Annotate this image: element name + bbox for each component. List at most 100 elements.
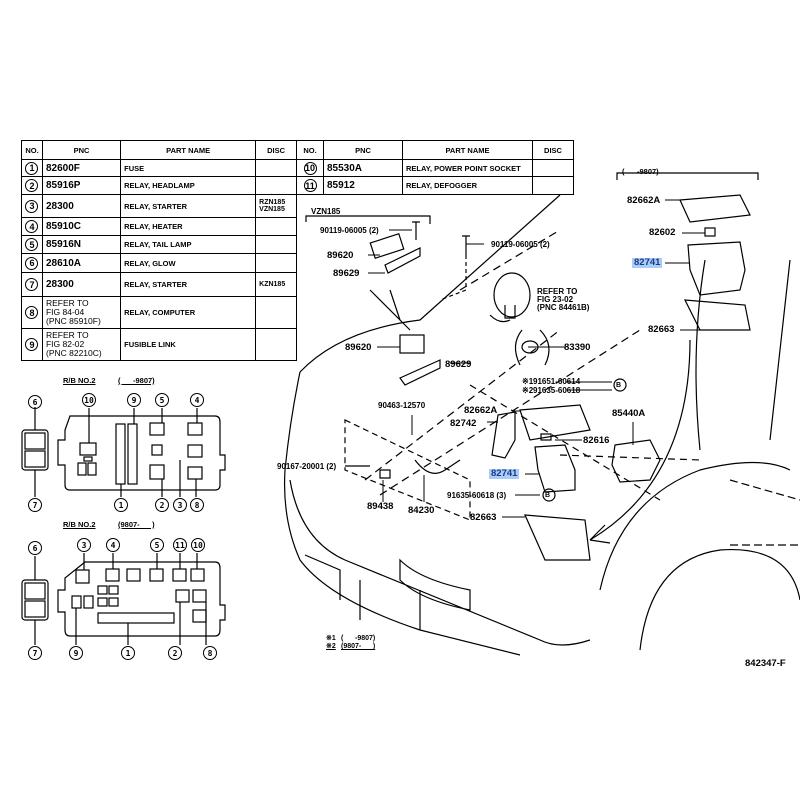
row-number-badge: 10 <box>303 161 317 175</box>
callout-8: 8 <box>190 498 204 512</box>
callout-9: 9 <box>69 646 83 660</box>
rb-old-title: R/B NO.2 <box>63 376 96 385</box>
pnc-cell: REFER TO FIG 82-02 (PNC 82210C) <box>41 328 122 361</box>
label-bolt-91635-3[interactable]: 91635-60618 (3) <box>447 491 507 500</box>
disc-cell: RZN185 VZN185 <box>255 194 297 218</box>
label-block-82741-b[interactable]: 82741 <box>489 468 520 479</box>
callout-1: 1 <box>114 498 128 512</box>
label-lower-82663-b[interactable]: 82663 <box>470 512 497 523</box>
part-name-cell: FUSIBLE LINK <box>120 328 257 361</box>
mark-2: ※2 <box>522 386 534 395</box>
part-name-cell: RELAY, STARTER <box>120 194 257 218</box>
table-row: 2 85916P RELAY, HEADLAMP <box>21 176 297 195</box>
row-number-badge: 5 <box>25 238 39 251</box>
label-bolt-90119-b[interactable]: 90119-06005 (2) <box>491 240 550 249</box>
callout-7: 7 <box>28 646 42 660</box>
car-pillar <box>695 259 791 451</box>
disc-cell <box>255 328 297 361</box>
callout-7: 7 <box>28 498 42 512</box>
ref-b-mark-2: B <box>545 492 551 499</box>
label-switch-83390[interactable]: 83390 <box>564 342 591 353</box>
leader-lines <box>347 199 705 518</box>
table-row: 6 28610A RELAY, GLOW <box>21 253 297 273</box>
table-header: NO. PNC PART NAME DISC <box>21 140 297 160</box>
label-bolt-91635[interactable]: 91635-60618 <box>533 386 581 395</box>
disc-cell: KZN185 <box>255 272 297 297</box>
legend-mark-1: ※1 <box>326 635 336 642</box>
table-row: 1 82600F FUSE <box>21 159 297 177</box>
label-relay-85440a[interactable]: 85440A <box>612 408 646 419</box>
label-clamp-82742[interactable]: 82742 <box>450 418 477 429</box>
callout-8: 8 <box>203 646 217 660</box>
callout-6: 6 <box>28 395 42 409</box>
rb-old-range: ( -9807) <box>118 376 155 385</box>
mark-1: ※1 <box>522 377 534 386</box>
lower-bumper <box>304 554 421 630</box>
row-number-badge: 1 <box>25 161 39 175</box>
label-bracket-89629-a[interactable]: 89629 <box>333 268 360 279</box>
label-nut-90463[interactable]: 90463-12570 <box>378 401 426 410</box>
label-bolt-91651[interactable]: 91651-60614 <box>533 377 581 386</box>
label-screw-90167[interactable]: 90167-20001 (2) <box>277 462 337 471</box>
label-vzn185: VZN185 <box>311 207 341 216</box>
label-cover-82662a-a[interactable]: 82662A <box>627 195 661 206</box>
table-row: 9 REFER TO FIG 82-02 (PNC 82210C) FUSIBL… <box>21 328 297 361</box>
parts-table-left: NO. PNC PART NAME DISC 1 82600F FUSE 2 8… <box>21 140 297 361</box>
disc-cell <box>255 296 297 329</box>
car-fender <box>599 461 791 591</box>
row-number-badge: 11 <box>303 179 317 192</box>
label-refer-horn[interactable]: REFER TO FIG 23-02 (PNC 84461B) <box>537 287 590 312</box>
callout-4: 4 <box>190 393 204 407</box>
pnc-cell: REFER TO FIG 84-04 (PNC 85910F) <box>41 296 122 329</box>
table-row: 10 85530A RELAY, POWER POINT SOCKET <box>296 159 574 177</box>
parts-table-right: NO. PNC PART NAME DISC 10 85530A RELAY, … <box>296 140 574 195</box>
figure-id: 842347-F <box>745 658 786 669</box>
legend-range-1: ( -9807) <box>341 635 376 642</box>
inset-range: ( -9807) <box>622 167 659 176</box>
label-ecu-89620-a[interactable]: 89620 <box>327 250 354 261</box>
row-number-badge: 7 <box>25 278 39 291</box>
callout-11: 11 <box>173 538 187 552</box>
callout-10: 10 <box>82 393 96 407</box>
label-cover-82662a-b[interactable]: 82662A <box>464 405 498 416</box>
part-name-cell: RELAY, STARTER <box>120 272 257 297</box>
callout-10: 10 <box>191 538 205 552</box>
row-number-badge: 8 <box>25 306 39 319</box>
car-side <box>729 479 800 546</box>
table-row: 3 28300 RELAY, STARTER RZN185 VZN185 <box>21 194 297 218</box>
label-bracket-89629-b[interactable]: 89629 <box>445 359 472 370</box>
label-lower-82663-a[interactable]: 82663 <box>648 324 675 335</box>
callout-3: 3 <box>77 538 91 552</box>
label-harness-84230[interactable]: 84230 <box>408 505 435 516</box>
label-sensor-89438[interactable]: 89438 <box>367 501 394 512</box>
legend-range-2: (9807- ) <box>341 643 376 650</box>
inset-arrow <box>589 339 691 541</box>
row-number-badge: 4 <box>25 220 39 233</box>
row-number-badge: 6 <box>25 256 39 270</box>
callout-5: 5 <box>155 393 169 407</box>
callout-2: 2 <box>155 498 169 512</box>
callout-9: 9 <box>127 393 141 407</box>
callout-4: 4 <box>106 538 120 552</box>
disc-cell <box>532 176 574 195</box>
callout-2: 2 <box>168 646 182 660</box>
callout-1: 1 <box>121 646 135 660</box>
label-fuse-82616[interactable]: 82616 <box>583 435 610 446</box>
legend-mark-2: ※2 <box>326 643 336 650</box>
label-block-82741-a[interactable]: 82741 <box>632 257 663 268</box>
callout-6: 6 <box>28 541 42 555</box>
fog-light <box>399 558 471 611</box>
car-wheel-arch <box>639 548 800 651</box>
label-ecu-89620-b[interactable]: 89620 <box>345 342 372 353</box>
rb-new-title: R/B NO.2 <box>63 520 96 529</box>
ref-b-mark: B <box>616 382 622 389</box>
ref-b-circles <box>542 378 627 502</box>
callout-3: 3 <box>173 498 187 512</box>
label-fuse-82602[interactable]: 82602 <box>649 227 676 238</box>
label-bolt-90119-a[interactable]: 90119-06005 (2) <box>320 226 379 235</box>
car-hood-outline <box>284 194 561 656</box>
pnc-cell: 85912 <box>323 176 403 195</box>
